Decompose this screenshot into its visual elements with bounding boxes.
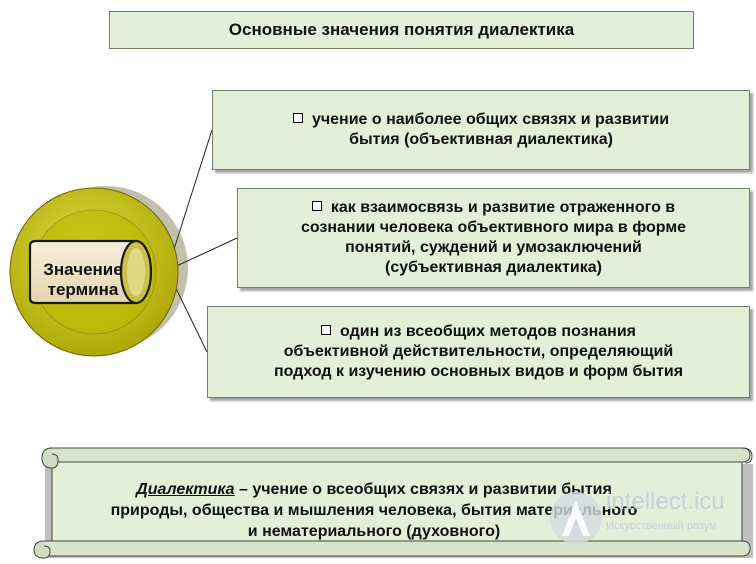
meaning-2-line-3: понятий, суждений и умозаключений — [345, 239, 642, 256]
meaning-2-line-4: (субъективная диалектика) — [385, 259, 602, 276]
diagram-title-text: Основные значения понятия диалектика — [228, 20, 575, 39]
watermark: intellect.icu Искусственный разум — [548, 486, 754, 552]
term-label-line-2: термина — [47, 280, 119, 299]
meaning-3-line-3: подход к изучению основных видов и форм … — [273, 363, 684, 380]
definition-line-2: природы, общества и мышления человека, б… — [110, 501, 638, 519]
meaning-text-3: один из всеобщих методов познания объект… — [274, 322, 683, 382]
term-emblem — [9, 186, 188, 357]
meaning-box-2: как взаимосвязь и развитие отраженного в… — [237, 188, 750, 288]
meaning-text-2: как взаимосвязь и развитие отраженного в… — [301, 198, 686, 278]
definition-line-1: – учение о всеобщих связях и развитии бы… — [234, 480, 612, 498]
checkbox-bullet-icon — [311, 201, 322, 211]
term-label-line-1: Значение — [43, 260, 123, 279]
emblem-core-rim-inner — [127, 248, 145, 296]
diagram-title: Основные значения понятия диалектика — [109, 11, 694, 49]
connector-line-1 — [167, 129, 213, 269]
definition-line-3: и нематериального (духовного) — [247, 522, 501, 540]
watermark-logo-icon — [550, 492, 602, 544]
meaning-2-line-2: сознании человека объективного мира в фо… — [300, 219, 687, 236]
meaning-3-line-1: один из всеобщих методов познания — [340, 323, 636, 340]
scroll-top-left-roll — [41, 447, 59, 469]
meaning-3-line-2: объективной действительности, определяющ… — [283, 343, 674, 360]
scroll-right-roll — [741, 447, 753, 464]
definition-text: Диалектика – учение о всеобщих связях и … — [48, 475, 700, 545]
checkbox-bullet-icon — [321, 325, 332, 335]
watermark-name: intellect.icu — [606, 488, 725, 515]
watermark-subtitle: Искусственный разум — [606, 520, 717, 532]
meaning-1-line-2: бытия (объективная диалектика) — [349, 131, 613, 148]
checkbox-bullet-icon — [292, 113, 303, 123]
term-label: Значение термина — [15, 250, 151, 310]
definition-term: Диалектика — [136, 480, 235, 498]
meaning-1-line-1: учение о наиболее общих связях и развити… — [311, 111, 670, 128]
scroll-top-curl — [43, 447, 751, 463]
connector-line-2 — [167, 237, 238, 271]
meaning-box-1: учение о наиболее общих связях и развити… — [212, 90, 750, 170]
meaning-box-3: один из всеобщих методов познания объект… — [207, 306, 750, 398]
meaning-2-line-1: как взаимосвязь и развитие отраженного в — [330, 199, 676, 216]
meaning-text-1: учение о наиболее общих связях и развити… — [292, 110, 670, 150]
scroll-bottom-left-roll — [33, 540, 51, 559]
